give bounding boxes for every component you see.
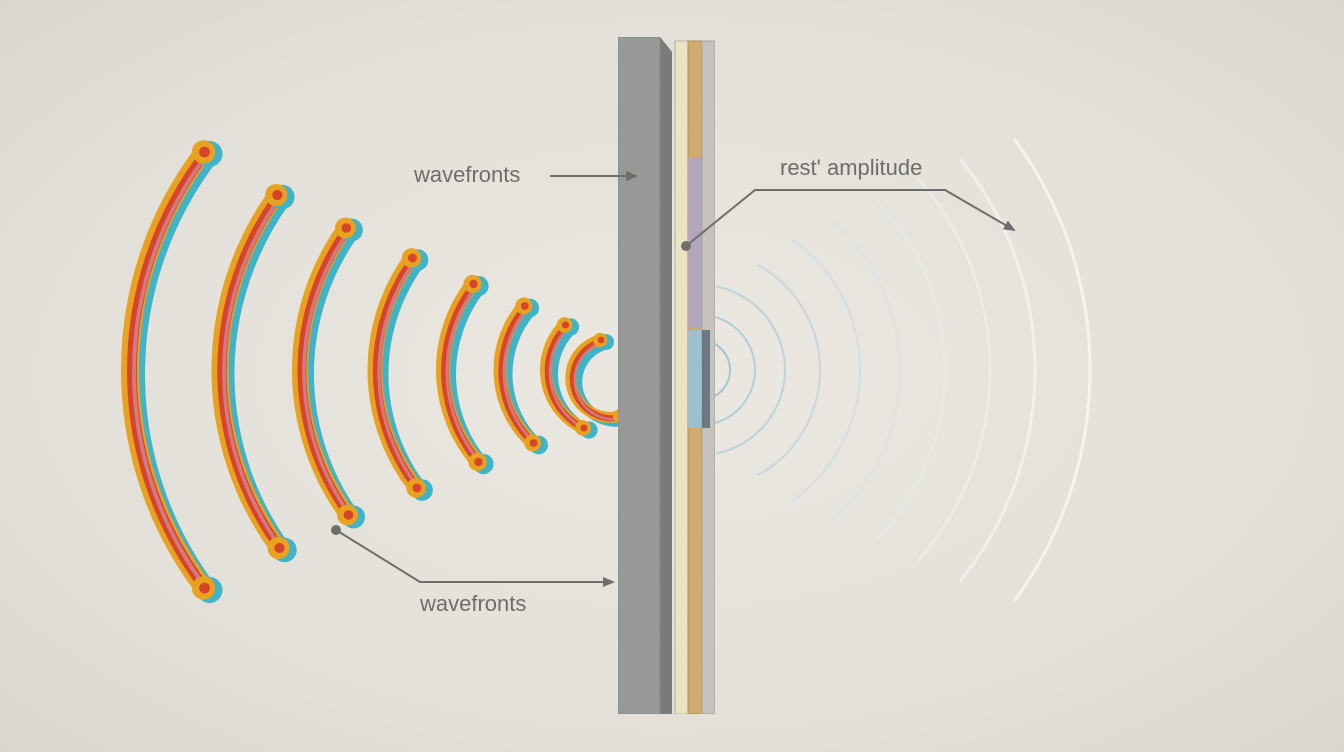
incident-wavefronts (120, 140, 634, 603)
transmitted-wavefront (792, 239, 861, 501)
incident-wavefront (120, 140, 223, 603)
wavefronts-label-top: wavefronts (413, 162, 520, 187)
wall-gap (702, 330, 710, 428)
transmitted-wavefront (831, 219, 901, 521)
incident-wavefront (367, 248, 433, 501)
transmitted-wavefront (705, 339, 731, 401)
transmitted-wavefronts (705, 138, 1092, 602)
transmitted-wavefront (959, 158, 1037, 582)
incident-wavefront (291, 217, 366, 529)
transmitted-wavefront (1013, 138, 1092, 602)
wavefronts-label-bottom: wavefronts (419, 591, 526, 616)
transmitted-wavefront (875, 198, 947, 542)
incident-wavefront (493, 297, 548, 455)
incident-wavefront (436, 274, 494, 475)
wall-side-face (660, 37, 672, 714)
rest-amplitude-arrow (685, 189, 1016, 247)
wavefronts-arrow-bottom (335, 529, 615, 587)
annotations: wavefronts wavefronts rest' amplitude (331, 155, 1016, 616)
wall-layer-cream (674, 40, 689, 715)
transmitted-wavefront (709, 315, 756, 425)
wall-layer-blue (688, 330, 702, 428)
transmitted-wavefront (757, 264, 821, 476)
incident-wavefront (211, 183, 297, 563)
barrier-wall (617, 36, 716, 715)
transmitted-wavefront (715, 285, 786, 455)
transmitted-wavefront (917, 178, 992, 562)
rest-amplitude-label: rest' amplitude (780, 155, 922, 180)
incident-wavefront (540, 317, 598, 439)
wall-layer-purple (688, 158, 702, 328)
wall-front-face (618, 37, 672, 714)
